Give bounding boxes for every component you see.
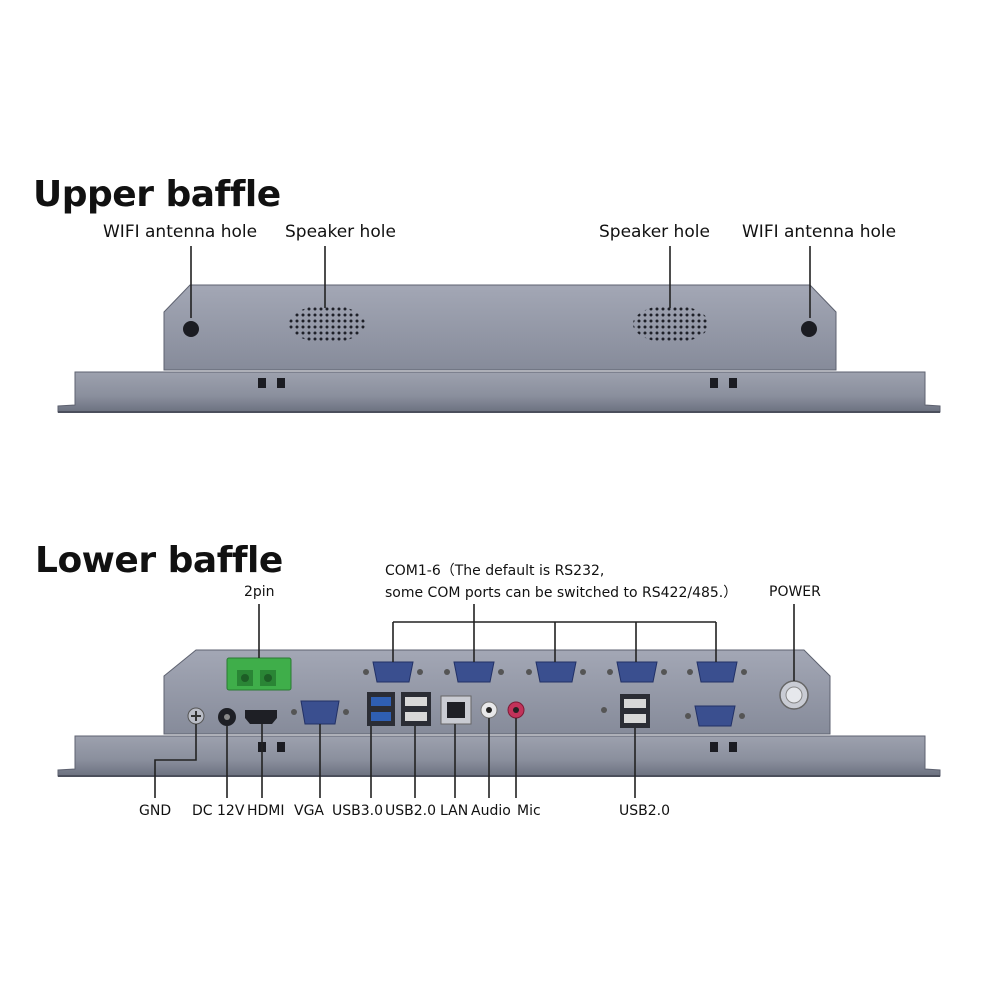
com-port-2-icon (444, 661, 504, 683)
speaker-grille-left-icon (289, 305, 365, 343)
label-hdmi: HDMI (247, 803, 285, 819)
label-usb20-right: USB2.0 (619, 803, 671, 819)
usb30-ports-icon (367, 692, 395, 726)
gnd-screw-icon (187, 707, 205, 725)
com-port-6-icon (685, 705, 745, 727)
wifi-antenna-hole-right-icon (801, 321, 817, 337)
label-com-line1: COM1-6（The default is RS232, (385, 563, 605, 579)
label-usb20-left: USB2.0 (385, 803, 437, 819)
label-power: POWER (769, 584, 821, 600)
terminal-2pin-icon (226, 657, 292, 691)
wifi-antenna-hole-left-icon (183, 321, 199, 337)
lower-bezel (57, 735, 941, 777)
label-vga: VGA (294, 803, 325, 819)
label-com-line2: some COM ports can be switched to RS422/… (385, 585, 738, 601)
label-lan: LAN (440, 803, 469, 819)
upper-baffle-title: Upper baffle (33, 174, 281, 215)
label-gnd: GND (139, 803, 172, 819)
label-mic: Mic (517, 803, 541, 819)
com-port-3-icon (526, 661, 586, 683)
usb20-ports-left-icon (401, 692, 431, 726)
lower-baffle-title: Lower baffle (35, 540, 283, 581)
label-speaker-hole-left: Speaker hole (285, 222, 396, 242)
power-button-icon (779, 680, 809, 710)
upper-housing (163, 284, 837, 371)
dc-jack-icon (218, 708, 236, 726)
label-wifi-antenna-hole-left: WIFI antenna hole (103, 222, 258, 242)
label-audio: Audio (471, 803, 511, 819)
label-speaker-hole-right: Speaker hole (599, 222, 710, 242)
com-port-4-icon (607, 661, 667, 683)
label-2pin: 2pin (244, 584, 275, 600)
com-port-5-icon (687, 661, 747, 683)
speaker-grille-right-icon (633, 305, 709, 343)
hdmi-port-icon (245, 710, 277, 724)
label-usb30: USB3.0 (332, 803, 384, 819)
mic-jack-icon (507, 701, 525, 719)
usb20-ports-right-icon (601, 694, 650, 728)
vga-port-icon (291, 700, 349, 725)
label-wifi-antenna-hole-right: WIFI antenna hole (742, 222, 897, 242)
lan-port-icon (440, 695, 472, 725)
com-port-1-icon (363, 661, 423, 683)
audio-jack-icon (480, 701, 498, 719)
label-dc-12v: DC 12V (192, 803, 245, 819)
upper-bezel (57, 371, 941, 413)
